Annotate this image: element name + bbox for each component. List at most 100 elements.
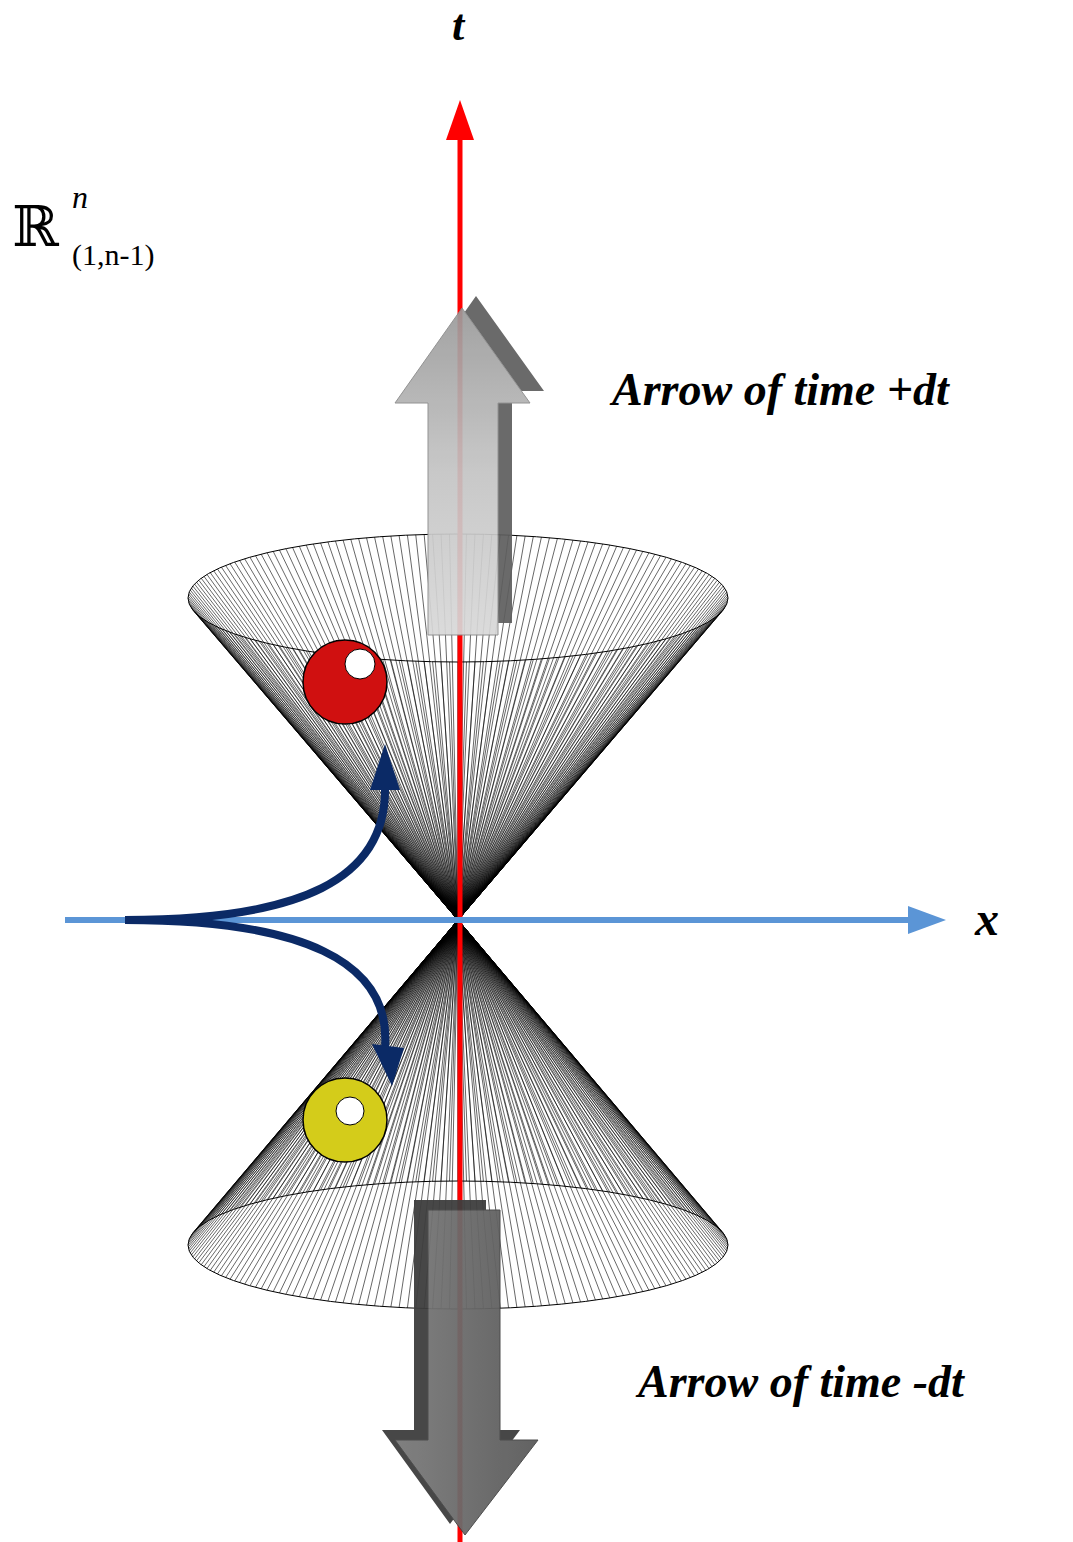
cone-generator-line xyxy=(273,920,458,1198)
past-particle xyxy=(303,1078,387,1162)
cone-generator-line xyxy=(458,920,610,1192)
arrow-label: Arrow of time +dt xyxy=(612,365,949,416)
particle-highlight xyxy=(336,1097,364,1125)
cone-generator-line xyxy=(217,569,458,920)
cone-generator-line xyxy=(458,920,637,1197)
cone-generator-line xyxy=(458,920,676,1207)
arrow-label: Arrow of time -dt xyxy=(638,1357,964,1408)
future-arrow-face xyxy=(395,308,530,635)
cone-generator-line xyxy=(458,920,603,1191)
cone-generator-line xyxy=(204,920,458,1223)
cone-generator-line xyxy=(458,920,728,1247)
cone-generator-line xyxy=(286,920,458,1196)
branch-arrow-up xyxy=(125,785,385,920)
cone-generator-line xyxy=(188,920,458,1245)
branch-arrow-head xyxy=(372,1044,404,1086)
cone-generator-line xyxy=(189,920,458,1239)
cone-generator-line xyxy=(458,920,727,1249)
cone-generator-line xyxy=(458,920,661,1203)
cone-generator-line xyxy=(195,584,458,920)
cone-generator-line xyxy=(399,920,458,1183)
cone-generator-line xyxy=(458,920,721,1259)
particle-highlight xyxy=(345,649,375,679)
cone-generator-line xyxy=(458,588,725,920)
cone-generator-line xyxy=(245,920,458,1206)
cone-generator-line xyxy=(458,920,549,1185)
cone-generator-line xyxy=(201,578,458,920)
branch-arrow-head xyxy=(370,744,400,790)
cone-generator-line xyxy=(458,920,728,1245)
cone-generator-line xyxy=(267,920,458,1200)
cone-generator-line xyxy=(230,564,458,920)
space-symbol: ℝ xyxy=(12,196,59,258)
cone-generator-line xyxy=(458,920,666,1204)
cone-generator-line xyxy=(199,580,458,920)
cone-generator-line xyxy=(441,920,458,1181)
cone-generator-line xyxy=(190,590,458,920)
cone-generator-line xyxy=(407,920,458,1182)
cone-generator-line xyxy=(458,920,690,1212)
cone-generator-line xyxy=(458,920,728,1243)
cone-generator-line xyxy=(188,920,458,1243)
cone-generator-line xyxy=(195,920,458,1231)
cone-generator-line xyxy=(458,920,541,1184)
cone-generator-line xyxy=(210,573,458,920)
cone-generator-line xyxy=(299,920,458,1193)
cone-generator-line xyxy=(207,920,458,1221)
cone-generator-line xyxy=(189,920,458,1241)
axis-label: t xyxy=(452,2,464,50)
cone-generator-line xyxy=(458,590,726,920)
cone-generator-line xyxy=(255,920,458,1203)
branch-arrow-down xyxy=(125,920,385,1048)
cone-generator-line xyxy=(188,920,458,1247)
cone-generator-line xyxy=(458,618,715,920)
cone-generator-line xyxy=(458,920,623,1194)
cone-generator-line xyxy=(458,920,557,1185)
cone-generator-line xyxy=(214,571,458,920)
cone-generator-line xyxy=(189,920,458,1249)
cone-generator-line xyxy=(458,586,723,920)
cone-generator-line xyxy=(458,592,727,920)
cone-generator-line xyxy=(201,920,458,1225)
future-particle xyxy=(303,640,387,724)
axis-label: x xyxy=(975,893,999,946)
future-arrow xyxy=(395,296,544,635)
cone-generator-line xyxy=(450,920,458,1181)
time-axis-head xyxy=(446,100,474,140)
cone-generator-line xyxy=(250,920,458,1204)
cone-generator-line xyxy=(458,920,630,1196)
cone-generator-line xyxy=(293,920,458,1194)
cone-generator-line xyxy=(458,920,649,1200)
dimension-superscript: n xyxy=(72,180,88,215)
cone-generator-line xyxy=(458,920,595,1190)
cone-generator-line xyxy=(196,920,458,1229)
cone-generator-line xyxy=(458,612,721,920)
cone-generator-line xyxy=(458,920,581,1188)
cone-generator-line xyxy=(458,602,727,920)
cone-generator-line xyxy=(458,920,655,1201)
cone-generator-line xyxy=(458,610,723,920)
cone-generator-line xyxy=(433,920,458,1181)
cone-generator-line xyxy=(210,920,458,1220)
cone-generator-line xyxy=(458,594,727,920)
cone-generator-line xyxy=(191,920,458,1235)
cone-generator-line xyxy=(214,920,458,1218)
cone-generator-line xyxy=(458,920,617,1193)
past-arrow xyxy=(382,1200,538,1535)
cone-generator-line xyxy=(458,596,728,920)
cone-generator-line xyxy=(458,608,725,920)
cone-generator-line xyxy=(458,920,726,1253)
space-axis-head xyxy=(908,906,946,934)
cone-generator-line xyxy=(193,920,458,1233)
cone-generator-line xyxy=(458,920,681,1209)
cone-generator-line xyxy=(458,620,712,920)
cone-generator-line xyxy=(199,920,458,1227)
cone-generator-line xyxy=(196,582,458,920)
cone-generator-line xyxy=(367,920,458,1185)
signature-subscript: (1,n-1) xyxy=(72,238,154,271)
cone-generator-line xyxy=(458,920,686,1211)
cone-generator-line xyxy=(458,920,671,1206)
cone-generator-line xyxy=(424,920,458,1182)
cone-generator-line xyxy=(217,920,458,1216)
